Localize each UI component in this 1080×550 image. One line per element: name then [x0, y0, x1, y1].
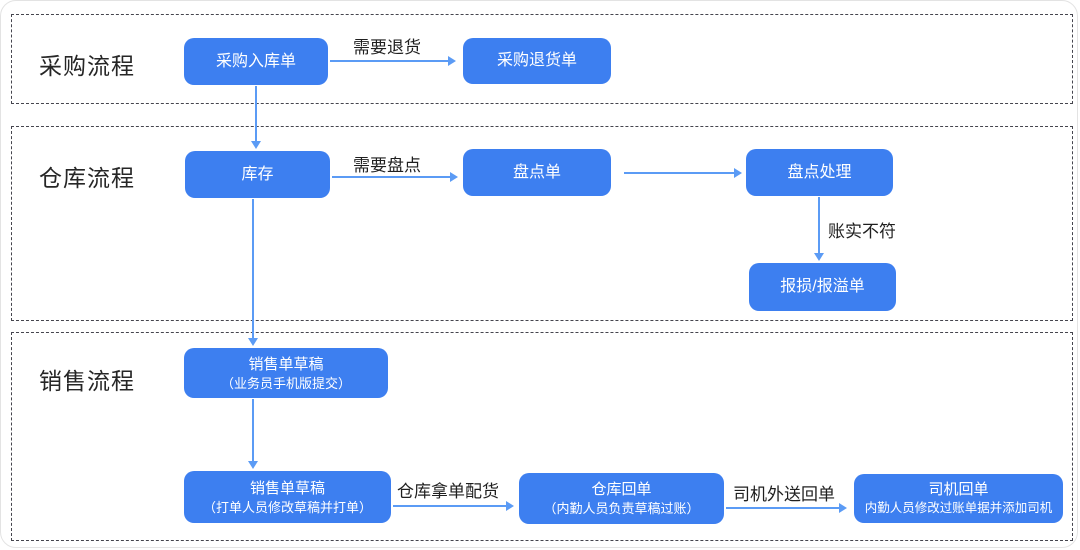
node-driver-receipt-title: 司机回单	[928, 481, 989, 498]
node-sales-draft-print-title: 销售单草稿	[249, 479, 325, 497]
arrowhead-down-icon	[248, 338, 258, 346]
arrowhead-down-icon	[248, 461, 258, 469]
node-count-sheet: 盘点单	[463, 149, 611, 196]
arrow-inbound-to-stock	[251, 86, 261, 149]
arrowhead-right-icon	[734, 168, 742, 178]
edge-label-need-return: 需要退货	[353, 38, 421, 57]
node-purchase-return: 采购退货单	[463, 38, 611, 84]
node-warehouse-receipt-title: 仓库回单	[591, 481, 652, 498]
node-count-handle: 盘点处理	[746, 149, 893, 196]
node-warehouse-receipt-subtitle: （内勤人员负责草稿过账）	[543, 501, 700, 516]
arrowhead-down-icon	[251, 141, 261, 149]
warehouse-section-frame	[11, 126, 1073, 321]
node-purchase-inbound-label: 采购入库单	[215, 52, 296, 70]
node-driver-receipt-subtitle: 内勤人员修改过账单据并添加司机	[864, 501, 1053, 515]
arrowhead-down-icon	[814, 253, 824, 261]
node-purchase-inbound: 采购入库单	[184, 38, 328, 85]
warehouse-section-title: 仓库流程	[39, 165, 135, 191]
node-sales-draft-mobile-subtitle: （业务员手机版提交）	[220, 375, 351, 391]
arrow-stock-to-salesdraft	[248, 199, 258, 346]
node-loss-overflow: 报损/报溢单	[749, 263, 896, 311]
arrow-counthandle-to-lossoverflow	[814, 197, 824, 261]
node-purchase-return-label: 采购退货单	[496, 52, 577, 69]
edge-label-driver: 司机外送回单	[733, 485, 835, 504]
node-loss-overflow-label: 报损/报溢单	[780, 278, 865, 295]
arrowhead-right-icon	[450, 172, 458, 182]
edge-label-pick: 仓库拿单配货	[397, 482, 499, 501]
node-sales-draft-print-subtitle: （打单人员修改草稿并打单）	[202, 499, 372, 515]
arrow-stock-to-countsheet	[332, 172, 458, 182]
arrow-countsheet-to-counthandle	[624, 168, 742, 178]
node-warehouse-receipt: 仓库回单 （内勤人员负责草稿过账）	[519, 473, 724, 524]
arrow-whreceipt-to-driverreceipt	[726, 503, 847, 513]
arrow-inbound-to-return	[330, 56, 456, 66]
node-count-sheet-label: 盘点单	[512, 163, 561, 181]
arrowhead-right-icon	[839, 503, 847, 513]
node-sales-draft-mobile-title: 销售单草稿	[248, 355, 324, 373]
arrow-draftmobile-to-draftprint	[248, 399, 258, 469]
sales-section-title: 销售流程	[39, 368, 135, 394]
node-driver-receipt: 司机回单 内勤人员修改过账单据并添加司机	[854, 474, 1063, 523]
node-count-handle-label: 盘点处理	[787, 163, 852, 181]
edge-label-need-count: 需要盘点	[353, 156, 421, 175]
node-stock: 库存	[185, 151, 330, 198]
node-sales-draft-print: 销售单草稿 （打单人员修改草稿并打单）	[184, 471, 391, 523]
sales-section-frame	[11, 332, 1073, 541]
node-stock-label: 库存	[241, 165, 274, 183]
arrowhead-right-icon	[506, 501, 514, 511]
arrow-draftprint-to-whreceipt	[393, 501, 514, 511]
purchase-section-frame	[11, 14, 1073, 104]
purchase-section-title: 采购流程	[39, 53, 135, 79]
node-sales-draft-mobile: 销售单草稿 （业务员手机版提交）	[184, 348, 388, 398]
arrowhead-right-icon	[448, 56, 456, 66]
edge-label-mismatch: 账实不符	[828, 222, 896, 241]
